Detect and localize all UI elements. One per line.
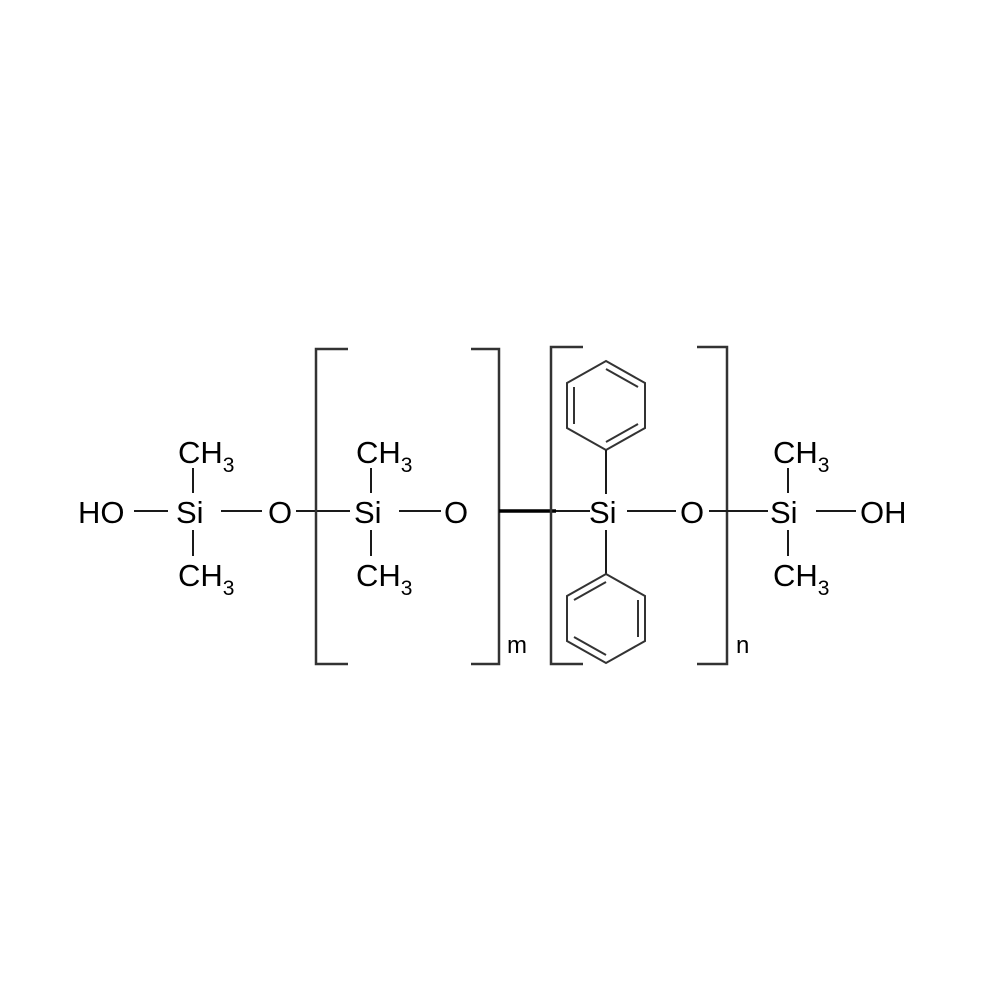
silicon-atom-1: Si — [176, 495, 204, 530]
oxygen-atom-2: O — [444, 495, 468, 530]
phenyl-ring-bottom — [566, 572, 646, 665]
silicon-atom-3: Si — [589, 495, 617, 530]
methyl-group-2-bottom: CH3 — [356, 558, 412, 600]
repeat-index-n: n — [736, 632, 749, 659]
right-hydroxyl: OH — [860, 495, 907, 530]
methyl-group-1-bottom: CH3 — [178, 558, 234, 600]
bracket-m-left — [314, 347, 348, 666]
oxygen-atom-3: O — [680, 495, 704, 530]
left-hydroxyl: HO — [78, 495, 125, 530]
methyl-group-4-top: CH3 — [773, 435, 829, 477]
methyl-group-2-top: CH3 — [356, 435, 412, 477]
bracket-m-right — [471, 347, 501, 666]
oxygen-atom-1: O — [268, 495, 292, 530]
silicon-atom-2: Si — [354, 495, 382, 530]
repeat-index-m: m — [507, 632, 527, 659]
silicon-atom-4: Si — [770, 495, 798, 530]
bracket-n-left — [549, 345, 583, 666]
phenyl-ring-top — [566, 359, 646, 452]
methyl-group-4-bottom: CH3 — [773, 558, 829, 600]
methyl-group-1-top: CH3 — [178, 435, 234, 477]
bracket-n-right — [697, 345, 729, 666]
